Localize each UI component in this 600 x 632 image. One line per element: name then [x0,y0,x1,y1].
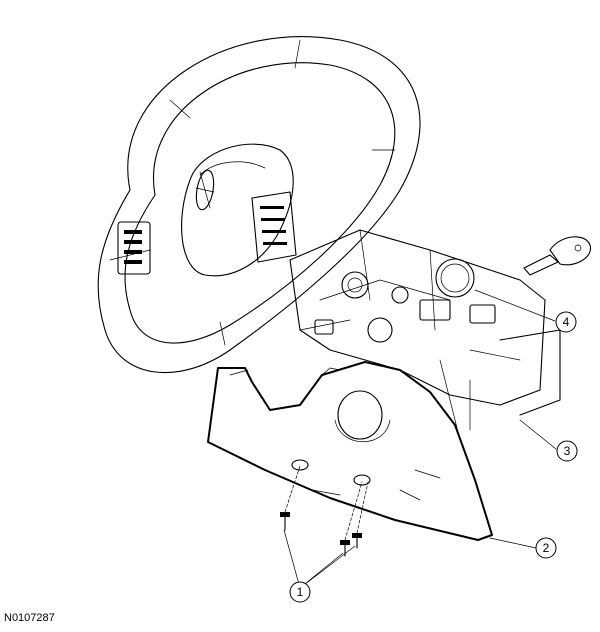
callout-4: 4 [555,311,577,333]
steering-wheel [97,36,421,374]
callout-2: 2 [535,537,557,559]
screw-right [352,533,362,549]
svg-text:3: 3 [564,444,571,458]
lower-steering-column-shroud [207,361,493,541]
steering-column [289,229,561,441]
figure-id-label: N0107287 [4,612,55,624]
screw-left [280,512,290,531]
svg-text:2: 2 [543,541,550,555]
screw-middle [340,540,350,557]
ignition-key [523,236,592,276]
svg-text:4: 4 [563,315,570,329]
clockspring-ring [435,258,475,298]
screws [280,465,369,557]
callout-1: 1 [289,581,311,603]
callout-3: 3 [556,440,578,462]
leader-lines [283,289,557,589]
svg-text:1: 1 [297,585,304,599]
